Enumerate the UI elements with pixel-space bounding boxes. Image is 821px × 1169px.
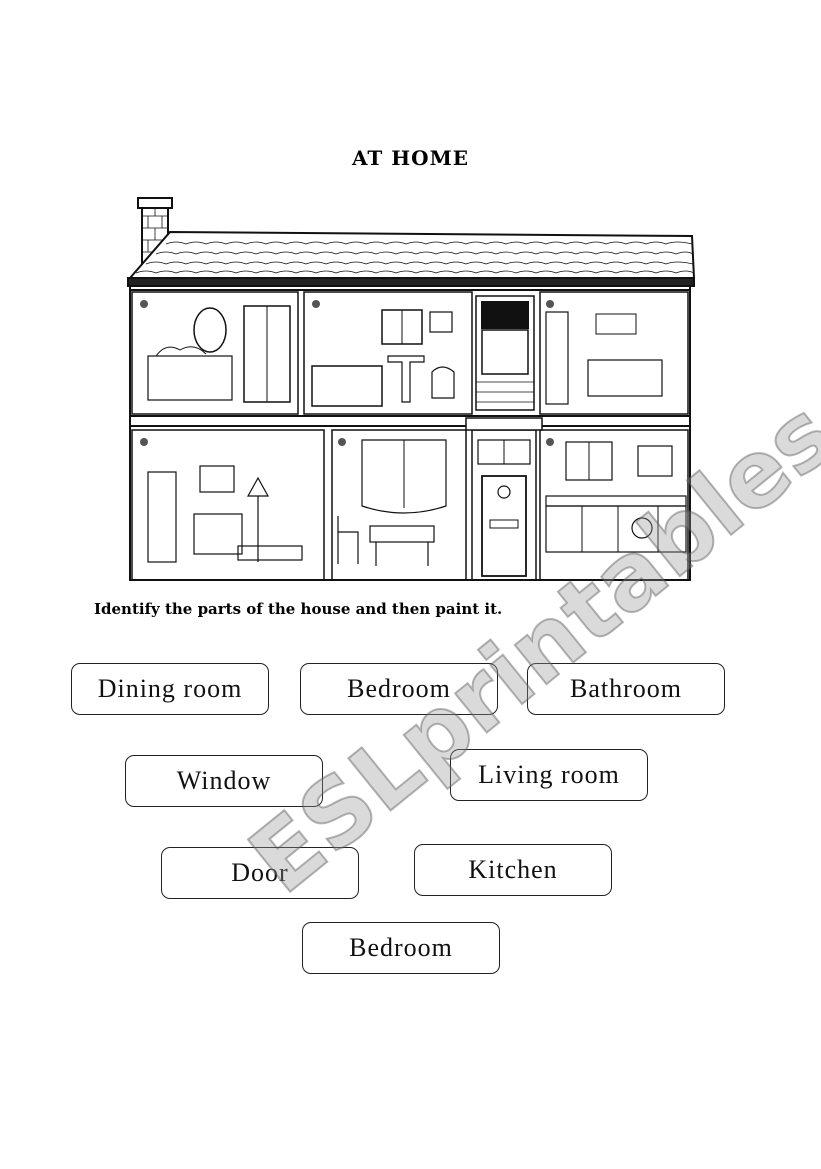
house-illustration [127,197,696,581]
label-box-dining-room: Dining room [71,663,269,715]
label-box-kitchen: Kitchen [414,844,612,896]
instruction-text: Identify the parts of the house and then… [94,600,503,618]
label-box-door: Door [161,847,359,899]
label-box-bedroom: Bedroom [300,663,498,715]
label-box-living-room: Living room [450,749,648,801]
worksheet-title: AT HOME [352,146,469,170]
label-box-bathroom: Bathroom [527,663,725,715]
label-box-bedroom-2: Bedroom [302,922,500,974]
label-box-window: Window [125,755,323,807]
